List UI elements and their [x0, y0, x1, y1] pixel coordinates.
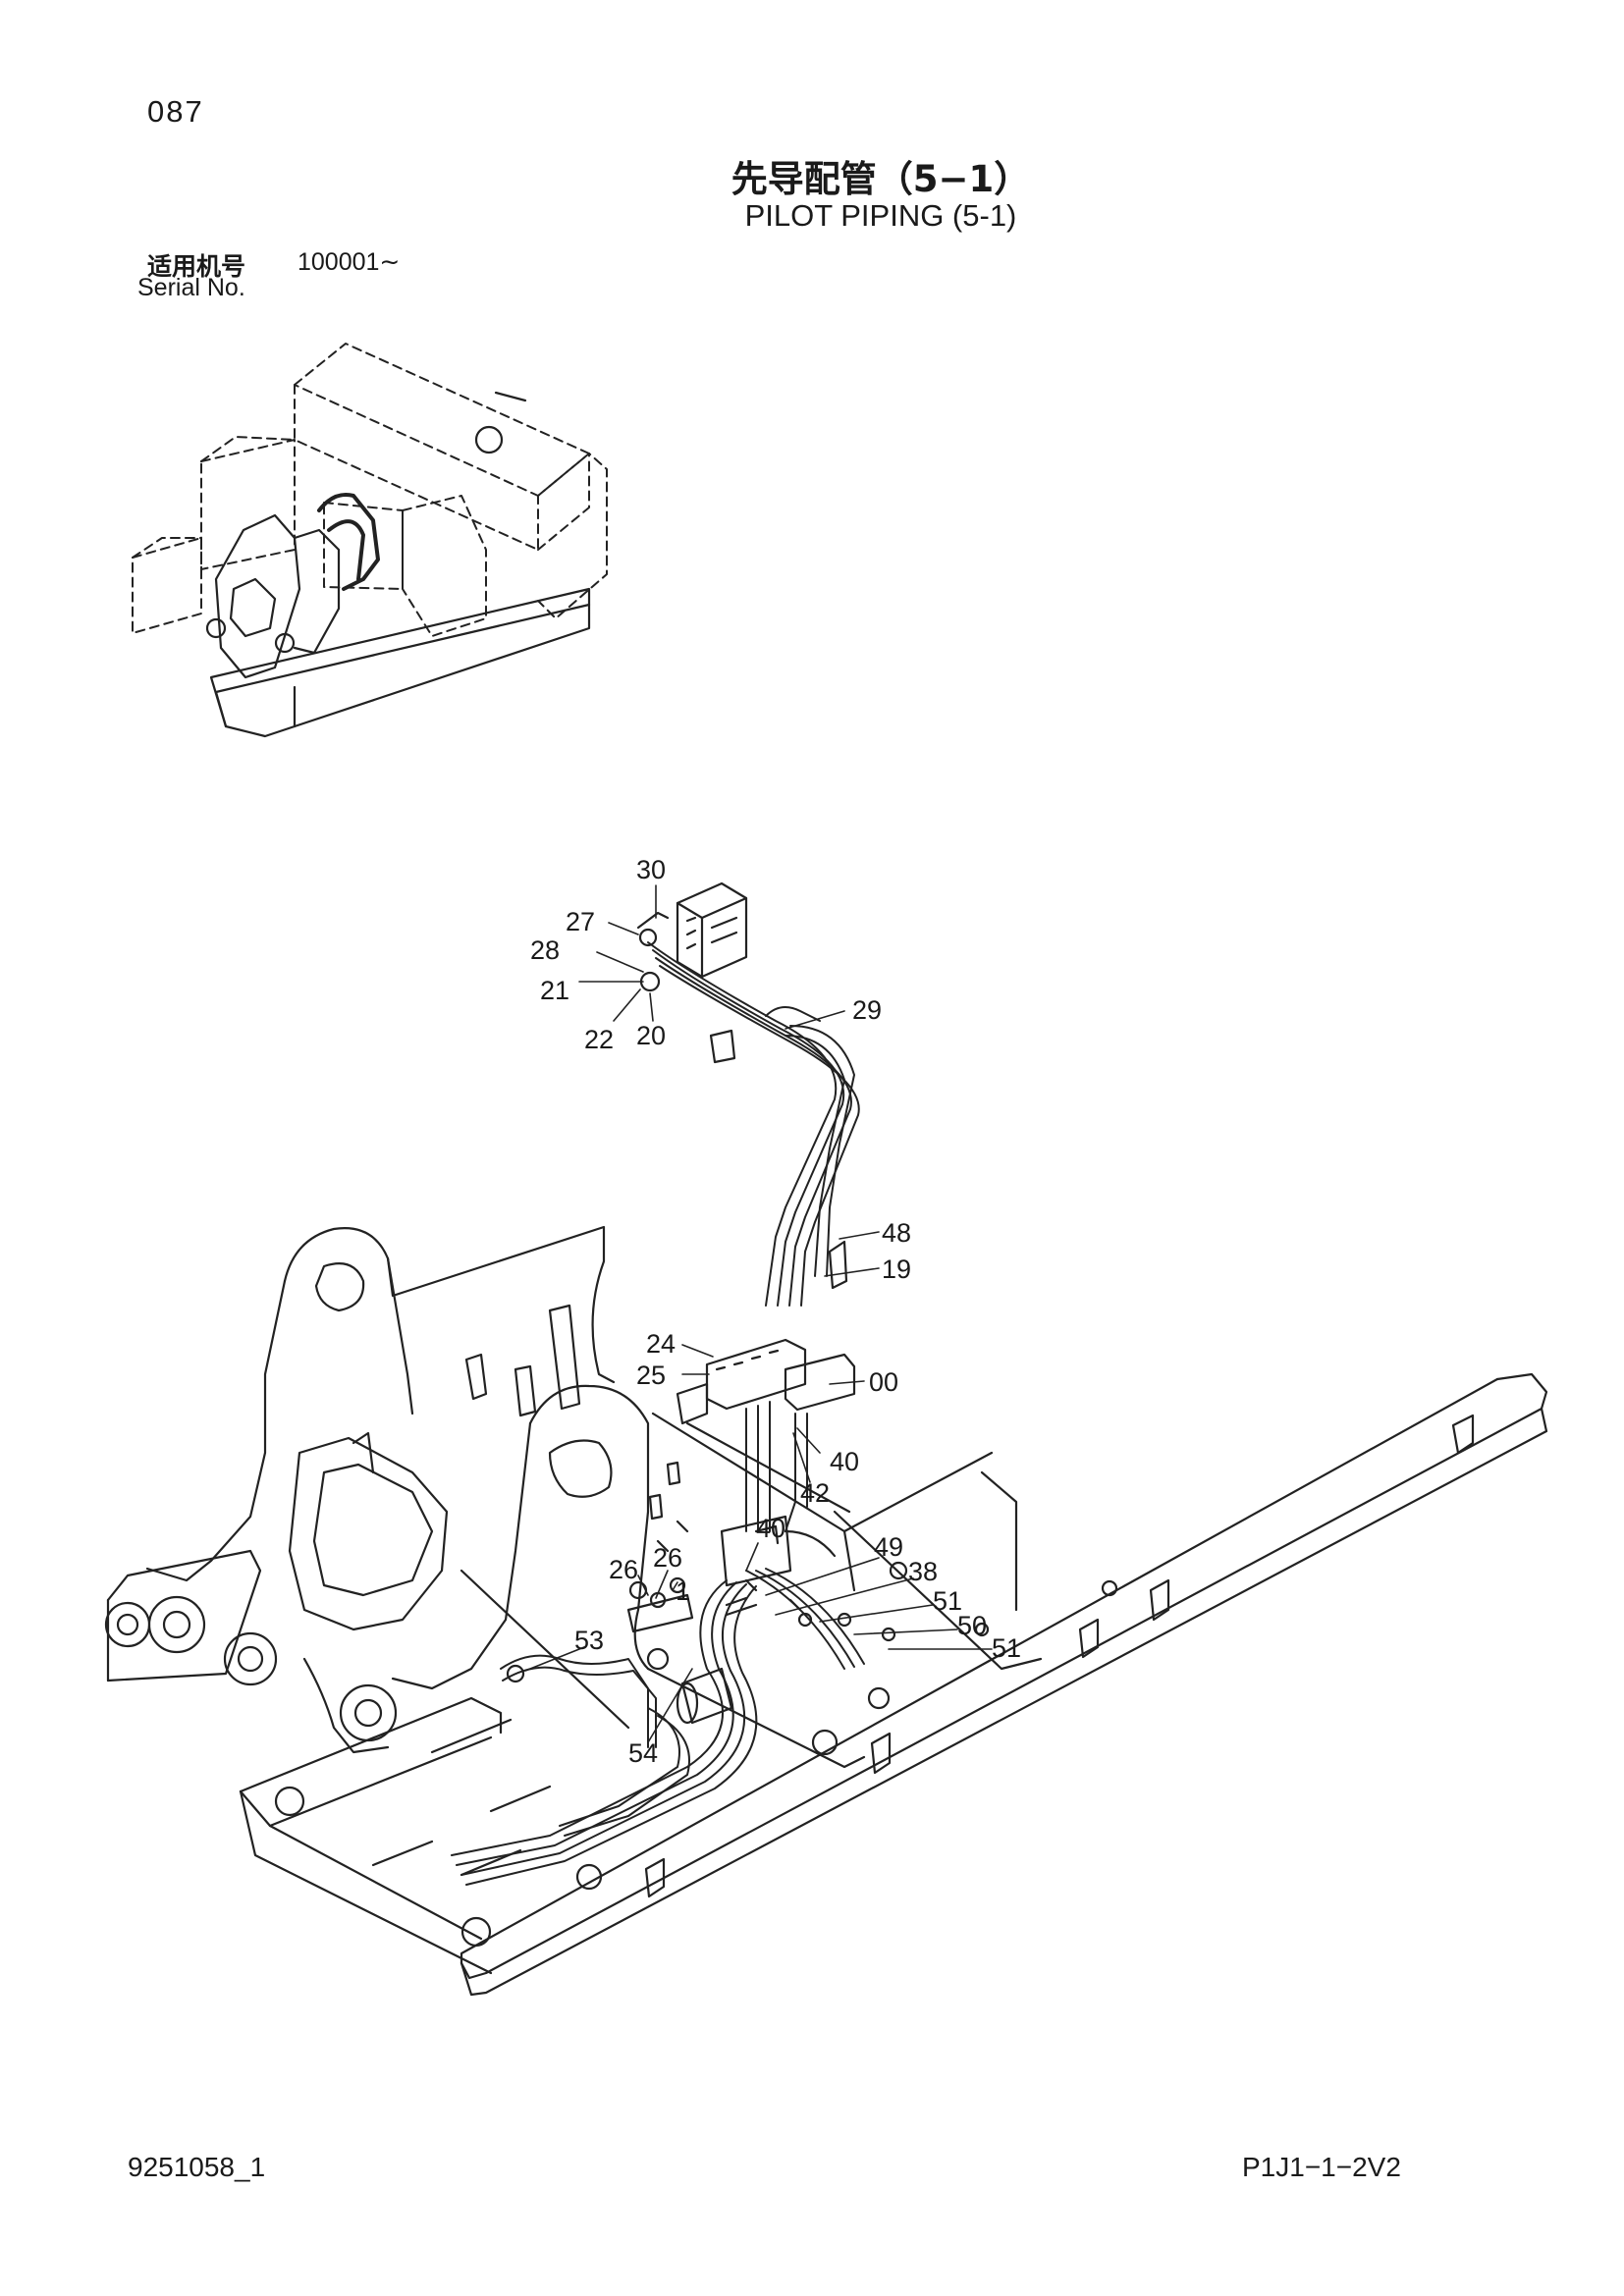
callout-42: 42	[800, 1478, 830, 1508]
callout-26a: 26	[609, 1555, 638, 1584]
page-title-cn: 先导配管（5−1）	[731, 158, 1031, 200]
callout-53: 53	[574, 1626, 604, 1655]
main-frame	[104, 1225, 1548, 1997]
callout-28: 28	[530, 935, 560, 965]
callout-24: 24	[646, 1329, 676, 1359]
callout-1: 1	[676, 1576, 690, 1606]
page-title-en: PILOT PIPING (5-1)	[744, 198, 1017, 233]
callout-27: 27	[566, 907, 595, 936]
serial-label-en: Serial No.	[137, 274, 245, 301]
callout-40: 40	[830, 1447, 859, 1476]
callout-48: 48	[882, 1218, 911, 1248]
callout-30: 30	[636, 855, 666, 884]
document-number: 9251058_1	[128, 2152, 266, 2182]
serial-value: 100001∼	[298, 248, 401, 276]
callout-21: 21	[540, 976, 569, 1005]
overview-inset	[132, 343, 608, 738]
callout-38: 38	[908, 1557, 938, 1586]
callout-51b: 51	[992, 1633, 1021, 1663]
callout-49: 49	[874, 1532, 903, 1562]
page-number: 087	[147, 94, 204, 129]
callout-25: 25	[636, 1361, 666, 1390]
callout-51a: 51	[933, 1586, 962, 1616]
leader-lines	[524, 884, 993, 1743]
callout-54: 54	[628, 1738, 658, 1768]
callout-40b: 40	[756, 1514, 785, 1543]
callout-20: 20	[636, 1021, 666, 1050]
page-code: P1J1−1−2V2	[1242, 2152, 1401, 2182]
callout-22: 22	[584, 1025, 614, 1054]
callout-26b: 26	[653, 1543, 682, 1573]
callout-29: 29	[852, 995, 882, 1025]
callout-labels: 30 27 28 21 22 20 29 48 19 24 25 00 40 4…	[530, 855, 1021, 1768]
callout-50: 50	[957, 1611, 987, 1640]
callout-00: 00	[869, 1367, 898, 1397]
serial-label-cn: 适用机号	[147, 252, 246, 281]
callout-19: 19	[882, 1255, 911, 1284]
